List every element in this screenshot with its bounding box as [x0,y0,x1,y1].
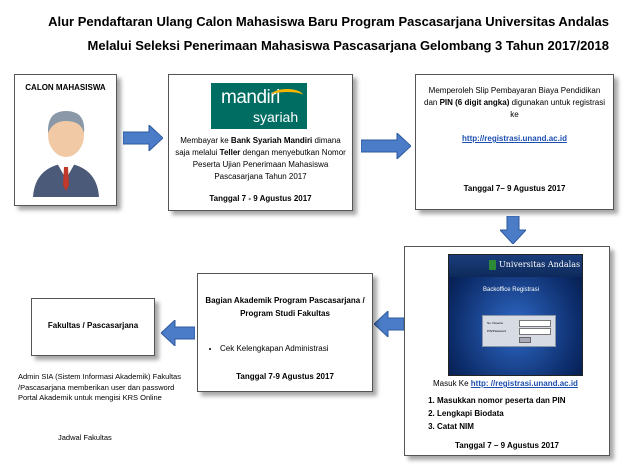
logo-text-syariah: syariah [253,109,299,125]
portal-office-title: Backoffice Registrasi [483,287,539,293]
step-item: Catat NIM [437,420,565,433]
arrow-down [500,216,526,244]
mandiri-syariah-logo: mandiri syariah [211,83,307,129]
payment-box: mandiri syariah Membayar ke Bank Syariah… [168,74,353,211]
portal-field1-label: No. Peserta [487,321,503,325]
step-item: Lengkapi Biodata [437,407,565,420]
fakultas-box: Fakultas / Pascasarjana [31,298,155,356]
steps-list: Masukkan nomor peserta dan PIN Lengkapi … [419,394,565,433]
portal-nomor-input[interactable] [519,320,551,327]
slip-pin-box: Memperoleh Slip Pembayaran Biaya Pendidi… [415,74,614,210]
portal-header: Universitas Andalas [449,255,582,277]
calon-mahasiswa-box: CALON MAHASISWA [14,74,117,206]
logo-text-mandiri: mandiri [221,87,280,108]
payment-date: Tanggal 7 - 9 Agustus 2017 [209,194,312,203]
jadwal-label: Jadwal Fakultas [58,433,112,442]
arrow-left-2 [161,320,195,346]
admin-note: Admin SIA (Sistem Informasi Akademik) Fa… [18,372,181,402]
bagian-akademik-heading: Bagian Akademik Program Pascasarjana / P… [205,296,365,318]
calon-mahasiswa-label: CALON MAHASISWA [25,83,106,92]
fakultas-label: Fakultas / Pascasarjana [47,321,139,330]
title-line2: Melalui Seleksi Penerimaan Mahasiswa Pas… [87,38,609,53]
payment-description: Membayar ke Bank Syariah Mandiri dimana … [175,136,346,181]
portal-login-button[interactable] [519,337,531,343]
masuk-link[interactable]: http: //registrasi.unand.ac.id [470,379,578,388]
check-list: Cek Kelengkapan Administrasi [206,344,329,353]
portal-screenshot: Universitas Andalas Backoffice Registras… [448,254,583,376]
registrasi-link[interactable]: http://registrasi.unand.ac.id [462,134,567,143]
logo-wave-icon [271,89,303,102]
arrow-left-1 [374,311,404,337]
registrasi-portal-box: Universitas Andalas Backoffice Registras… [404,246,610,456]
check-item: Cek Kelengkapan Administrasi [220,344,329,353]
masuk-line: Masuk Ke http: //registrasi.unand.ac.id [433,379,578,388]
arrow-right-2 [361,133,411,159]
portal-university-name: Universitas Andalas [499,260,581,269]
title-line1: Alur Pendaftaran Ulang Calon Mahasiswa B… [48,14,609,29]
registrasi-date: Tanggal 7 – 9 Agustus 2017 [454,441,560,450]
bagian-akademik-box: Bagian Akademik Program Pascasarjana / P… [197,273,373,392]
slip-date: Tanggal 7– 9 Agustus 2017 [463,184,566,193]
person-avatar-icon [33,111,99,197]
bagian-date: Tanggal 7-9 Agustus 2017 [236,372,334,381]
arrow-right-1 [123,125,163,151]
portal-pin-input[interactable] [519,328,551,335]
portal-login-panel: No. Peserta PIN/Password [482,315,556,347]
unand-logo-icon [489,260,496,270]
slip-description: Memperoleh Slip Pembayaran Biaya Pendidi… [424,86,605,143]
step-item: Masukkan nomor peserta dan PIN [437,394,565,407]
portal-field2-label: PIN/Password [487,329,507,333]
